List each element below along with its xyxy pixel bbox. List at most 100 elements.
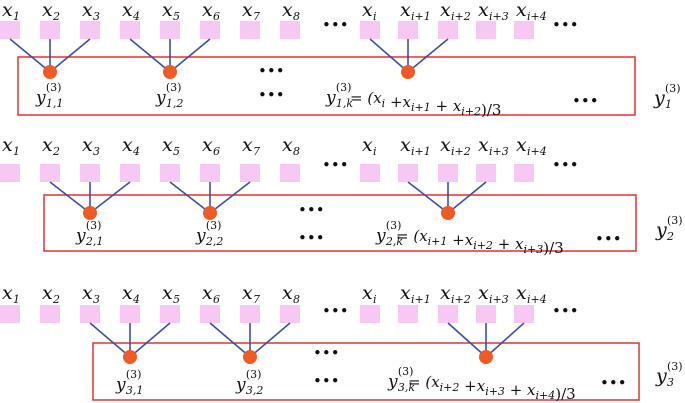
row-1-x-label-3-base: x xyxy=(82,0,93,21)
row-3-cell-12 xyxy=(476,305,496,323)
row-1-formula-part: = (x xyxy=(350,89,382,107)
row-1-x-label-6-sub: 6 xyxy=(213,10,220,23)
row-2-series-label: y(3)2 xyxy=(655,214,683,243)
row-3-node-3 xyxy=(479,350,493,364)
row-1-ellipsis-top-mid: ••• xyxy=(322,16,349,34)
row-3-x-label-3-sub: 3 xyxy=(93,293,100,306)
row-2-x-label-1-base: x xyxy=(2,134,13,156)
row-1-x-label-1-sub: 1 xyxy=(13,10,20,23)
row-3-x-label-13-sub: i+4 xyxy=(527,293,547,306)
row-3-formula-part: i+3 xyxy=(485,385,505,398)
row-1-x-label-4-sub: 4 xyxy=(132,10,140,23)
row-1-cell-1 xyxy=(0,21,20,39)
row-3-cell-5 xyxy=(160,305,180,323)
row-2-node-2 xyxy=(203,206,217,220)
row-3-formula-lhs-sup: (3) xyxy=(398,365,414,378)
row-2-x-label-7-sub: 7 xyxy=(253,145,260,158)
row-1-cell-7 xyxy=(240,21,260,39)
row-2-cell-8 xyxy=(280,164,300,182)
row-3-series-label-base: y xyxy=(655,365,667,387)
row-2-node-label-2-sub: 2,2 xyxy=(205,235,224,248)
row-2-x-label-12-base: x xyxy=(478,134,489,156)
row-1-cell-9 xyxy=(360,21,380,39)
row-1-formula-lhs: y(3)1,k xyxy=(325,81,353,110)
row-3-x-label-10-sub: i+1 xyxy=(411,293,431,306)
row-3-edge-3-11 xyxy=(447,322,487,358)
row-3-ellipsis-top-end: ••• xyxy=(552,302,579,320)
row-2-x-label-4-sub: 4 xyxy=(132,145,140,158)
row-2-x-label-8-base: x xyxy=(282,134,293,156)
row-3-cell-1 xyxy=(0,305,20,323)
row-3-x-label-2-base: x xyxy=(42,282,53,304)
row-3-x-label-4-sub: 4 xyxy=(132,293,140,306)
row-2-node-label-1-sup: (3) xyxy=(86,219,102,232)
row-2-cell-7 xyxy=(240,164,260,182)
row-2-x-label-10-sub: i+1 xyxy=(411,145,431,158)
row-2-x-label-5-sub: 5 xyxy=(173,145,180,158)
row-3-cell-11 xyxy=(438,305,458,323)
row-1-x-label-12-sub: i+3 xyxy=(489,10,509,23)
row-1-x-label-10-sub: i+1 xyxy=(411,10,431,23)
row-2-cell-9 xyxy=(360,164,380,182)
row-1-formula-part: i+1 xyxy=(411,101,431,114)
row-3-formula-lhs-base: y xyxy=(387,372,398,392)
row-2-cell-4 xyxy=(120,164,140,182)
row-1-edge-3-11 xyxy=(407,38,449,73)
row-1-cell-8 xyxy=(280,21,300,39)
row-3-x-label-2-sub: 2 xyxy=(52,293,60,306)
row-2-edge-1-2 xyxy=(49,181,91,214)
row-3-edge-2-6 xyxy=(209,322,251,358)
row-1-x-label-9-sub: i xyxy=(373,10,377,23)
row-1-node-label-2: y(3)1,2 xyxy=(155,81,183,110)
row-2-formula-part: +x xyxy=(447,231,473,249)
row-2-node-label-2-base: y xyxy=(195,226,206,246)
row-1-ellipsis-formula: ••• xyxy=(572,92,599,110)
row-1-cell-3 xyxy=(80,21,100,39)
row-1-x-label-7-base: x xyxy=(242,0,253,21)
row-2-cell-11 xyxy=(438,164,458,182)
row-2-x-label-11-base: x xyxy=(440,134,451,156)
row-3-x-label-10-base: x xyxy=(400,282,411,304)
row-1-node-2 xyxy=(163,65,177,79)
row-3-x-label-7-sub: 7 xyxy=(253,293,260,306)
row-3-x-label-8-base: x xyxy=(282,282,293,304)
row-3-series-label-sub: 3 xyxy=(667,376,674,389)
row-2-x-label-11-sub: i+2 xyxy=(451,145,471,158)
row-1-formula-lhs-base: y xyxy=(325,88,336,108)
row-2-node-label-2-sup: (3) xyxy=(206,219,222,232)
row-2-formula-part: + x xyxy=(493,235,524,253)
row-1-x-label-12-base: x xyxy=(478,0,489,21)
row-3-node-label-2-sup: (3) xyxy=(246,368,262,381)
row-2-cell-2 xyxy=(40,164,60,182)
row-1-edge-3-9 xyxy=(369,38,409,73)
row-3-ellipsis-inner-bottom: ••• xyxy=(313,372,340,390)
row-2-ellipsis-formula: ••• xyxy=(595,230,622,248)
row-3-edge-1-3 xyxy=(89,322,131,358)
row-2-ellipsis-top-end: ••• xyxy=(552,156,579,174)
row-3-x-label-9-sub: i xyxy=(373,293,377,306)
row-2-edge-1-4 xyxy=(89,181,131,214)
row-1-x-label-13-base: x xyxy=(516,0,527,21)
row-2-formula-part: )/3 xyxy=(543,239,563,257)
row-1-cell-13 xyxy=(514,21,534,39)
row-1-ellipsis-top-end: ••• xyxy=(552,16,579,34)
row-3-formula-lhs: y(3)3,k xyxy=(387,365,415,394)
row-3-cell-6 xyxy=(200,305,220,323)
row-3-x-label-5-sub: 5 xyxy=(173,293,180,306)
